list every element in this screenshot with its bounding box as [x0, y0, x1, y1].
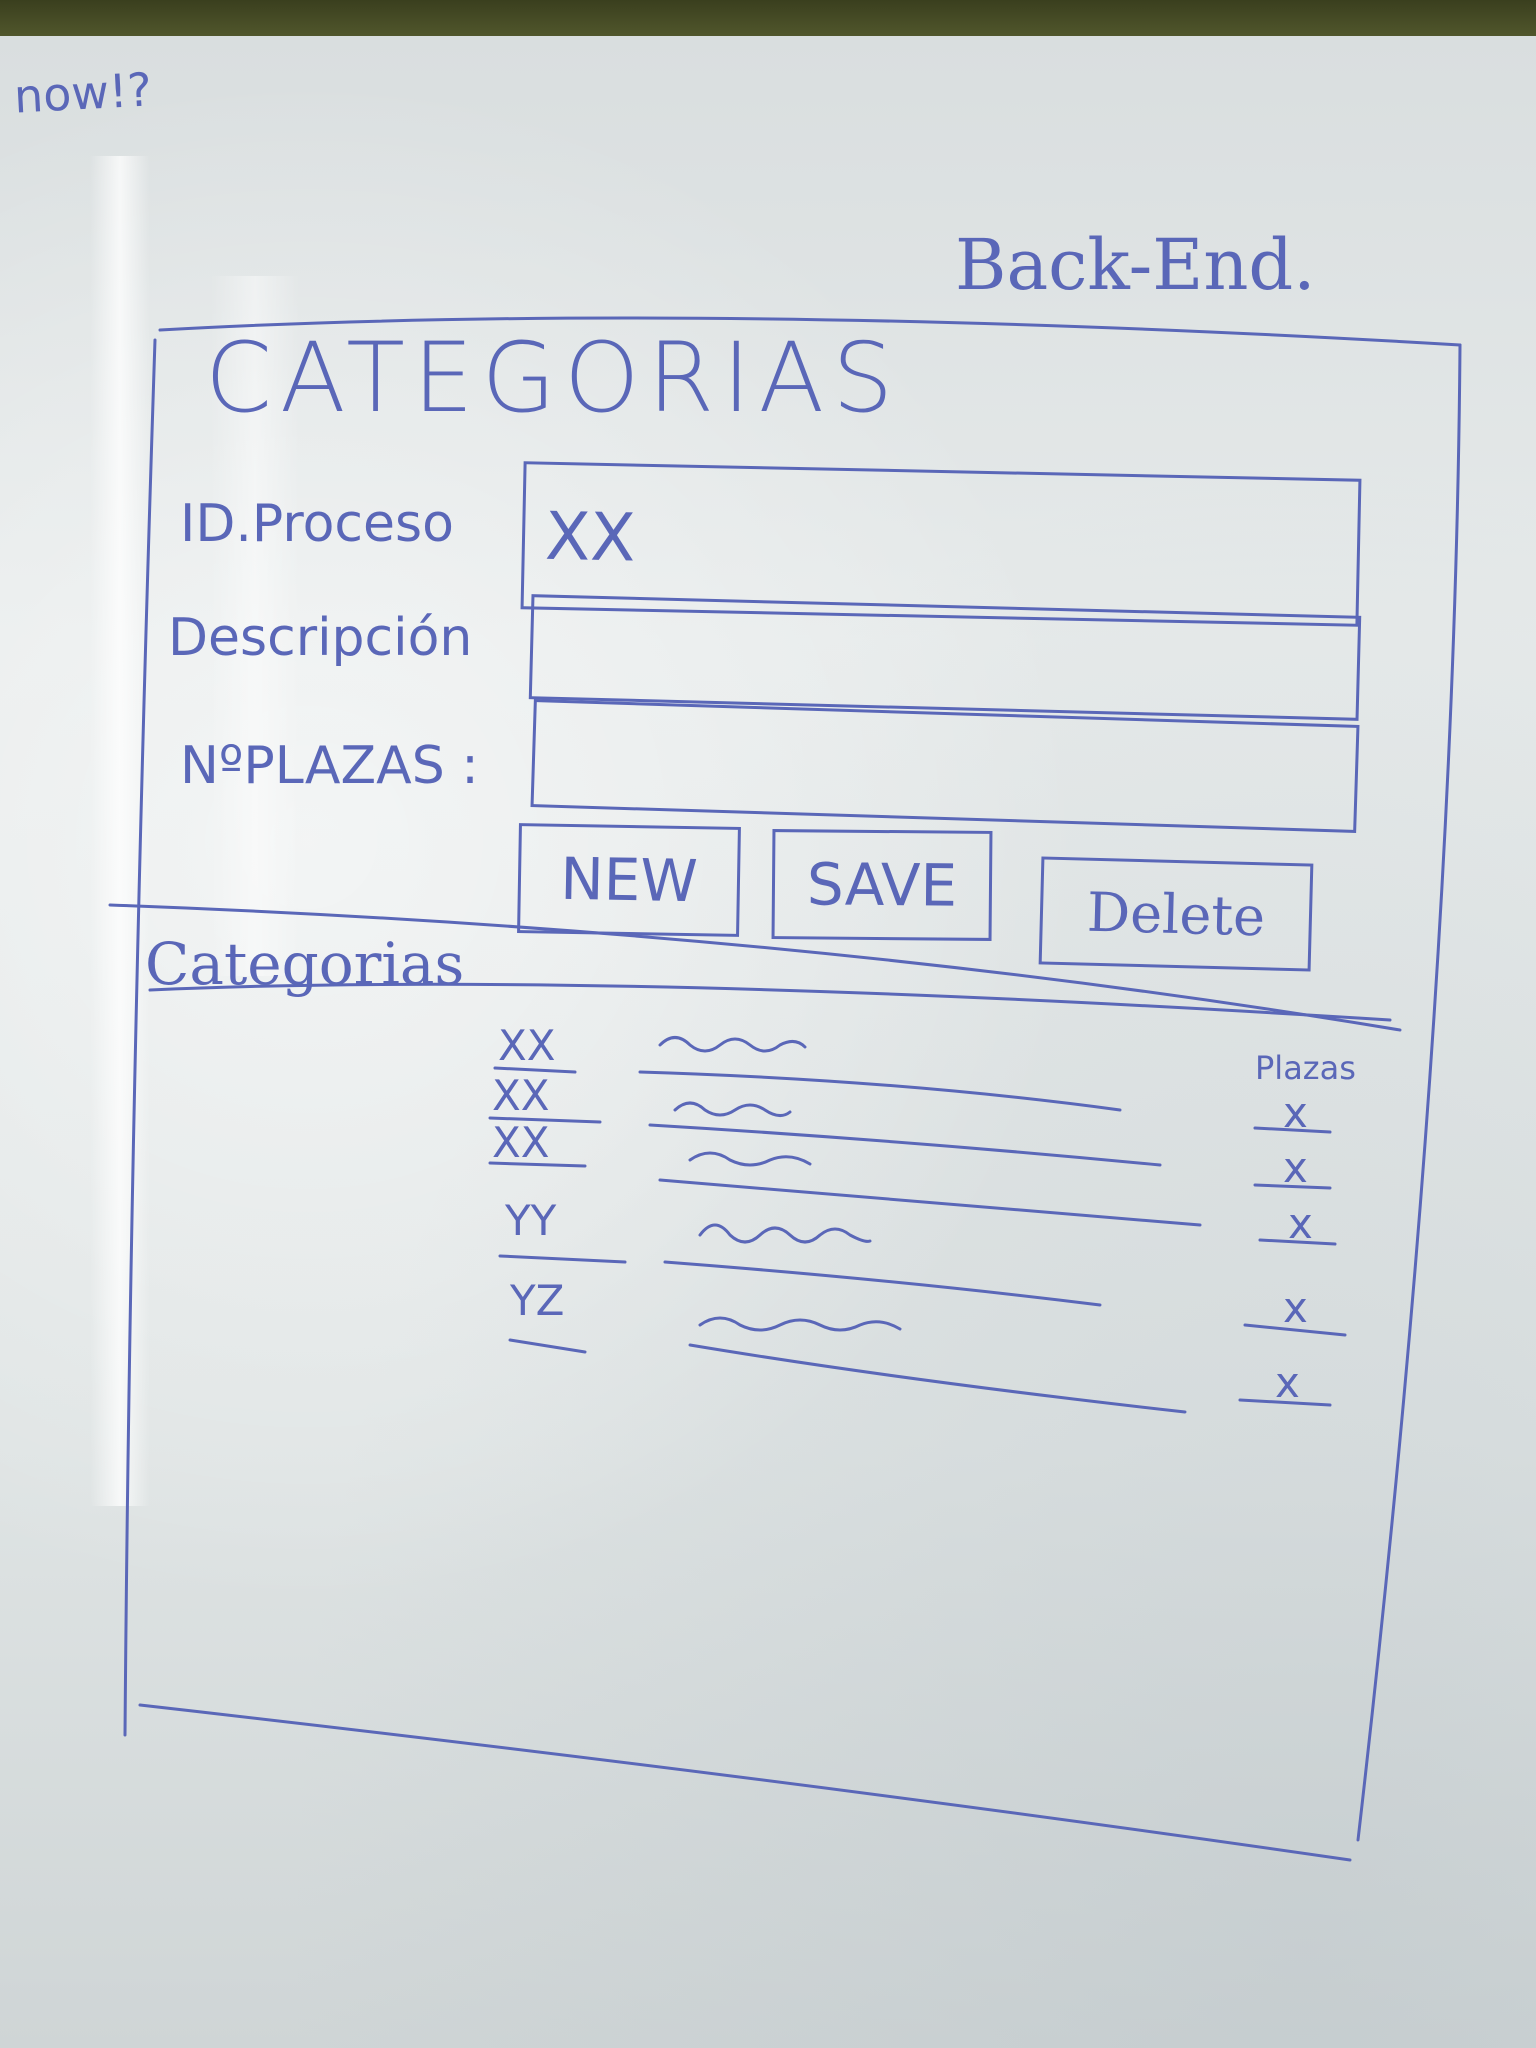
- row-plazas: x: [1283, 1143, 1308, 1192]
- row-plazas: x: [1275, 1358, 1300, 1407]
- plazas-label: NºPLAZAS :: [180, 736, 479, 796]
- new-button[interactable]: NEW: [517, 823, 741, 937]
- light-glare-secondary: [210, 276, 300, 976]
- form-title: CATEGORIAS: [205, 322, 902, 434]
- row-plazas: x: [1283, 1283, 1308, 1332]
- save-button[interactable]: SAVE: [771, 829, 993, 941]
- categorias-section-label: Categorias: [145, 930, 465, 998]
- id-proceso-label: ID.Proceso: [180, 494, 454, 554]
- row-code: YZ: [510, 1276, 565, 1325]
- corner-note: now!?: [12, 62, 154, 124]
- plazas-column-header: Plazas: [1255, 1049, 1356, 1087]
- row-code: XX: [492, 1071, 550, 1120]
- row-code: YY: [505, 1196, 557, 1245]
- delete-button[interactable]: Delete: [1038, 856, 1314, 972]
- board-frame-top: [0, 0, 1536, 42]
- light-glare: [90, 156, 150, 1506]
- row-plazas: x: [1288, 1199, 1313, 1248]
- row-code: XX: [492, 1118, 550, 1167]
- descripcion-label: Descripción: [168, 608, 473, 668]
- row-plazas: x: [1283, 1088, 1308, 1137]
- row-code: XX: [498, 1021, 556, 1070]
- sheet-title: Back-End.: [955, 224, 1316, 306]
